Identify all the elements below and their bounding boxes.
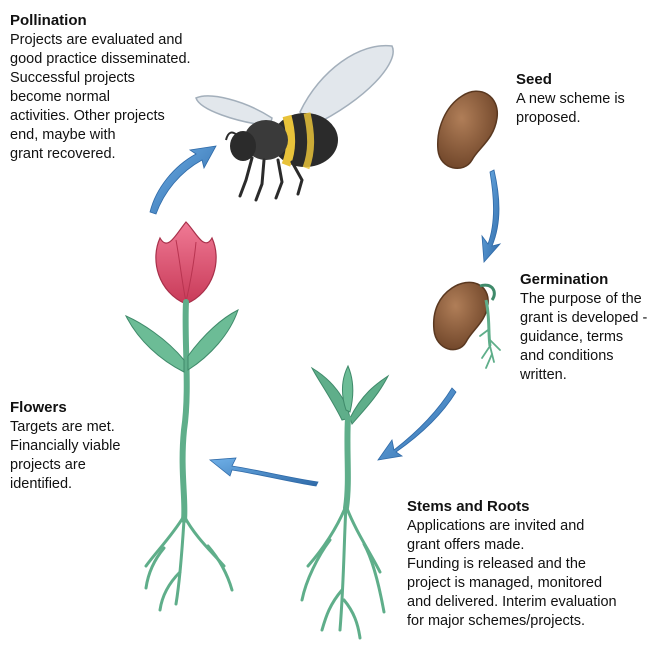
bee-head (230, 131, 256, 161)
germinating-seed-illustration (434, 282, 500, 368)
arrow-germination-to-stems (378, 388, 456, 460)
stage-stems-roots-text: Applications are invited and grant offer… (407, 517, 662, 631)
stage-seed-title: Seed (516, 70, 661, 89)
bee-illustration (196, 46, 393, 200)
stage-flowers: Flowers Targets are met. Financially via… (10, 398, 180, 494)
arrow-stems-to-flowers (210, 458, 318, 486)
stage-flowers-title: Flowers (10, 398, 180, 417)
stage-germination-title: Germination (520, 270, 666, 289)
stage-seed-text: A new scheme is proposed. (516, 90, 661, 128)
stage-pollination-title: Pollination (10, 11, 225, 30)
stage-germination-text: The purpose of the grant is developed - … (520, 290, 666, 385)
stage-flowers-text: Targets are met. Financially viable proj… (10, 418, 180, 494)
bee-wing-right (300, 46, 393, 126)
seedling-with-roots-illustration (302, 366, 388, 638)
bean-seed-illustration (438, 91, 498, 168)
stage-germination: Germination The purpose of the grant is … (520, 270, 666, 385)
arrow-seed-to-germination (482, 170, 500, 262)
stage-pollination: Pollination Projects are evaluated and g… (10, 11, 225, 164)
stage-seed: Seed A new scheme is proposed. (516, 70, 661, 128)
stage-stems-and-roots: Stems and Roots Applications are invited… (407, 497, 662, 631)
stage-pollination-text: Projects are evaluated and good practice… (10, 31, 225, 164)
stage-stems-roots-title: Stems and Roots (407, 497, 662, 516)
